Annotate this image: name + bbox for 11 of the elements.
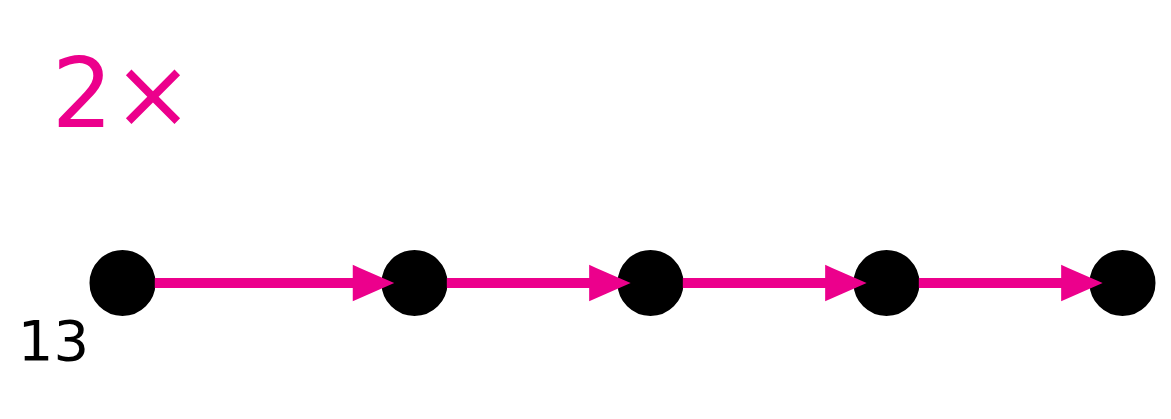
arrow: [154, 264, 395, 302]
arrow: [446, 264, 631, 302]
node-label: 13: [17, 307, 90, 373]
node-circle: [89, 250, 156, 316]
label: 2×: [51, 37, 194, 150]
arrow: [918, 264, 1103, 302]
node-circle: [1089, 250, 1156, 316]
node-circle: [853, 250, 920, 316]
node-circle: [381, 250, 448, 316]
node-circle: [617, 250, 684, 316]
arrow: [682, 264, 867, 302]
